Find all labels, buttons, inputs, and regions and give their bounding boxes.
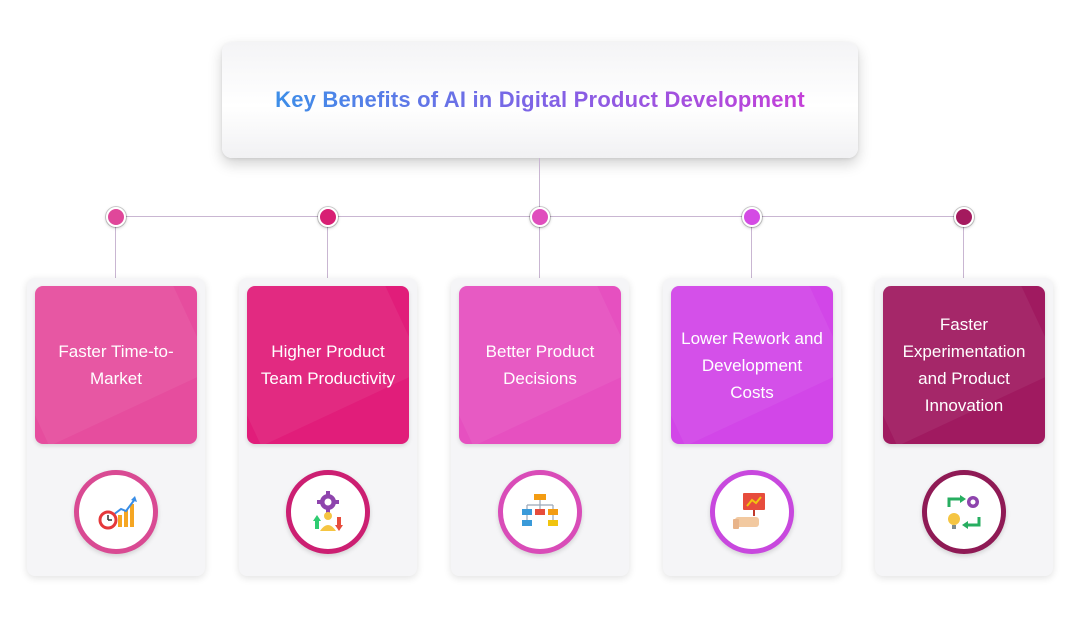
benefit-header-4: Lower Rework and Development Costs (671, 286, 833, 444)
benefit-icon-ring-5 (922, 470, 1006, 554)
drop-line-5 (963, 226, 964, 278)
drop-line-3 (539, 226, 540, 278)
benefit-card-5: Faster Experimentation and Product Innov… (875, 278, 1053, 576)
connector-dot-1 (106, 207, 126, 227)
drop-line-4 (751, 226, 752, 278)
benefit-card-1: Faster Time-to-Market (27, 278, 205, 576)
benefit-icon-ring-2 (286, 470, 370, 554)
hand-cost-board-icon (733, 493, 765, 529)
flowchart-decision-icon (522, 494, 558, 526)
benefit-header-5: Faster Experimentation and Product Innov… (883, 286, 1045, 444)
benefit-header-1: Faster Time-to-Market (35, 286, 197, 444)
benefit-label-2: Higher Product Team Productivity (260, 342, 396, 388)
team-gear-productivity-icon (313, 491, 343, 531)
benefit-icon-ring-4 (710, 470, 794, 554)
connector-dot-5 (954, 207, 974, 227)
benefit-header-3: Better Product Decisions (459, 286, 621, 444)
drop-line-2 (327, 226, 328, 278)
connector-dot-2 (318, 207, 338, 227)
benefit-icon-ring-3 (498, 470, 582, 554)
benefit-icon-ring-1 (74, 470, 158, 554)
clock-growth-chart-icon (98, 496, 137, 530)
benefit-label-4: Lower Rework and Development Costs (681, 328, 823, 402)
title-connector (539, 158, 540, 217)
benefit-label-5: Faster Experimentation and Product Innov… (902, 315, 1026, 415)
diagram-title: Key Benefits of AI in Digital Product De… (275, 87, 805, 112)
connector-dot-3 (530, 207, 550, 227)
benefit-card-2: Higher Product Team Productivity (239, 278, 417, 576)
benefit-label-3: Better Product Decisions (485, 342, 595, 388)
innovation-cycle-icon (947, 495, 981, 529)
benefit-card-4: Lower Rework and Development Costs (663, 278, 841, 576)
benefit-card-3: Better Product Decisions (451, 278, 629, 576)
benefit-header-2: Higher Product Team Productivity (247, 286, 409, 444)
benefit-label-1: Faster Time-to-Market (58, 342, 174, 388)
drop-line-1 (115, 226, 116, 278)
title-box: Key Benefits of AI in Digital Product De… (222, 42, 858, 158)
connector-dot-4 (742, 207, 762, 227)
